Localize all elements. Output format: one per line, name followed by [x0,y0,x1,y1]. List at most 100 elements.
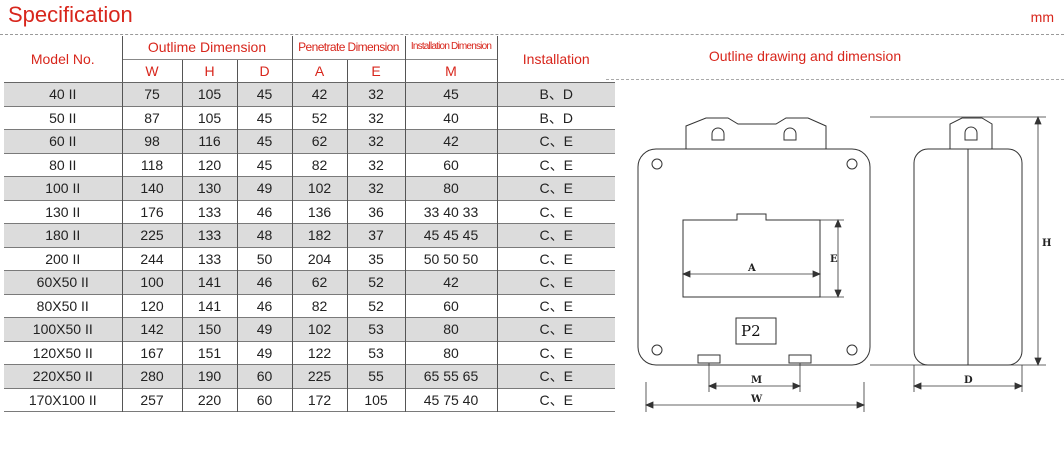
cell-inst: C、E [496,270,615,294]
cell-h: 105 [181,82,237,106]
cell-model: 50 II [49,109,77,126]
cell-h: 141 [181,294,237,318]
cell-model: 220X50 II [4,364,122,388]
cell-model: 80X50 II [36,297,89,314]
col-w-header: W [121,58,182,83]
outline-dimension-header: Outlime Dimension [121,36,292,59]
cell-e: 32 [346,82,405,106]
cell-a: 225 [291,364,347,388]
installation-dimension-header: Installation Dimension [404,36,497,59]
front-mount-hole-tr [846,158,858,170]
cell-h: 190 [181,364,237,388]
cell-model: 170X100 II [28,391,97,408]
penetrate-dimension-header: Penetrate Dimension [291,36,405,59]
cell-d: 45 [236,106,292,130]
installation-header: Installation [496,36,615,83]
dim-label-h: H [1042,238,1051,249]
col-a-header: A [291,58,347,83]
cell-d: 49 [236,341,292,365]
cell-h: 220 [181,388,237,412]
col-m-header: M [404,58,497,83]
cell-model: 100X50 II [4,317,122,341]
cell-inst: C、E [496,129,615,153]
cell-model: 200 II [45,250,81,267]
front-mount-hole-br [846,344,858,356]
cell-a: 102 [291,317,347,341]
cell-m: 60 [404,294,497,318]
cell-d: 46 [236,200,292,224]
cell-d: 45 [236,82,292,106]
front-view-body [637,148,871,366]
cell-d: 60 [236,364,292,388]
cell-w: 176 [121,200,182,224]
dim-label-a: A [747,263,756,274]
cell-inst: C、E [496,388,615,412]
drawing-divider [606,79,1064,80]
cell-a: 102 [291,176,347,200]
dim-label-e: E [830,254,838,265]
cell-inst: C、E [496,341,615,365]
cell-w: 167 [121,341,182,365]
cell-w: 120 [121,294,182,318]
cell-e: 35 [346,247,405,271]
cell-h: 150 [181,317,237,341]
cell-model: 40 II [4,82,122,106]
p2-label: P2 [741,322,761,340]
cell-e: 37 [346,223,405,247]
cell-model: 130 II [45,203,81,220]
dim-label-m: M [751,375,762,386]
front-view-tab [685,117,827,149]
cell-inst: C、E [496,364,615,388]
cell-a: 42 [291,82,347,106]
outline-drawing-title: Outline drawing and dimension [708,48,902,64]
cell-d: 48 [236,223,292,247]
cell-m: 65 55 65 [404,364,497,388]
cell-a: 172 [291,388,347,412]
cell-m: 80 [404,317,497,341]
cell-w: 75 [121,82,182,106]
cell-w: 225 [121,223,182,247]
cell-e: 105 [346,388,405,412]
cell-m: 33 40 33 [404,200,497,224]
cell-h: 151 [181,341,237,365]
cell-h: 133 [181,223,237,247]
cell-a: 204 [291,247,347,271]
cell-w: 257 [121,388,182,412]
cell-model: 180 II [4,223,122,247]
cell-model: 100 II [4,176,122,200]
cell-e: 53 [346,317,405,341]
cell-m: 42 [404,270,497,294]
front-mount-hole-tl [651,158,663,170]
front-tab-slot-left [711,127,725,141]
cell-d: 49 [236,176,292,200]
cell-a: 62 [291,129,347,153]
col-d-header: D [236,58,292,83]
front-slot-right [788,354,812,364]
p2-terminal-box [735,317,777,345]
cell-e: 32 [346,106,405,130]
cell-e: 32 [346,129,405,153]
cell-m: 45 75 40 [404,388,497,412]
cell-a: 82 [291,153,347,177]
cell-d: 60 [236,388,292,412]
cell-m: 40 [404,106,497,130]
specification-table: Model No. Outlime Dimension Penetrate Di… [4,36,615,412]
cell-w: 118 [121,153,182,177]
cell-d: 46 [236,270,292,294]
title-divider [0,34,1064,35]
cell-d: 45 [236,129,292,153]
model-header: Model No. [4,36,122,83]
cell-d: 46 [236,294,292,318]
cell-a: 182 [291,223,347,247]
front-mount-hole-bl [651,344,663,356]
cell-d: 49 [236,317,292,341]
